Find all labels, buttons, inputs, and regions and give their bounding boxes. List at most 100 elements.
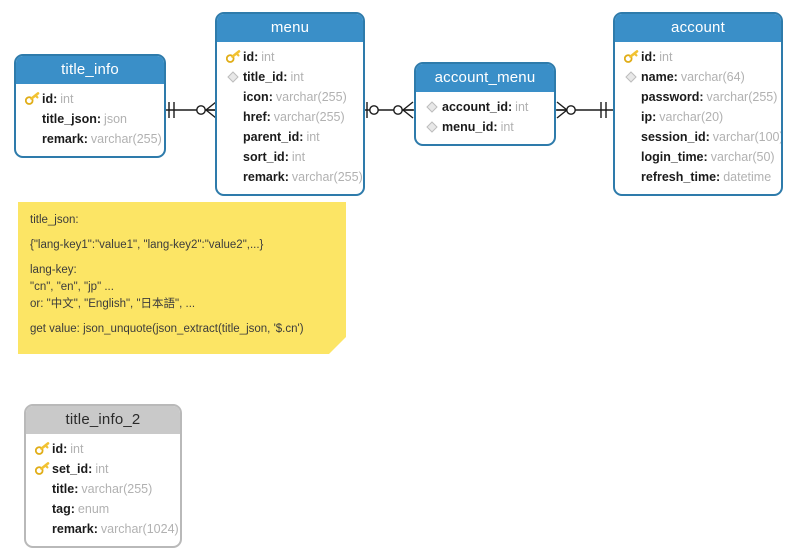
field-separator: : bbox=[705, 130, 710, 144]
field-separator: : bbox=[266, 110, 271, 124]
field-type: varchar(255) bbox=[273, 110, 345, 124]
field-separator: : bbox=[299, 130, 304, 144]
field-type: int bbox=[95, 462, 109, 476]
field-separator: : bbox=[74, 482, 79, 496]
no-icon bbox=[32, 481, 52, 497]
field-row[interactable]: title_json : json bbox=[22, 109, 156, 129]
field-row[interactable]: title : varchar(255) bbox=[32, 479, 172, 499]
relationship-account_menu-account[interactable] bbox=[556, 96, 614, 124]
entity-account[interactable]: account id : int bbox=[613, 12, 783, 196]
field-row[interactable]: set_id : int bbox=[32, 459, 172, 479]
key-icon bbox=[223, 49, 243, 65]
field-row[interactable]: refresh_time : datetime bbox=[621, 167, 773, 187]
field-type: int bbox=[291, 150, 306, 164]
field-separator: : bbox=[703, 150, 708, 164]
field-type: json bbox=[104, 112, 127, 126]
no-icon bbox=[32, 521, 52, 537]
field-row[interactable]: icon : varchar(255) bbox=[223, 87, 355, 107]
field-row[interactable]: menu_id : int bbox=[422, 117, 546, 137]
field-name: login_time bbox=[641, 150, 704, 164]
entity-fields-title_info: id : int title_json : json remark : varc… bbox=[16, 84, 164, 156]
no-icon bbox=[621, 109, 641, 125]
field-type: varchar(1024) bbox=[100, 522, 179, 536]
field-row[interactable]: session_id : varchar(100) bbox=[621, 127, 781, 147]
field-separator: : bbox=[70, 502, 75, 516]
entity-fields-account_menu: account_id : int menu_id : int bbox=[416, 92, 554, 144]
no-icon bbox=[621, 149, 641, 165]
field-row[interactable]: remark : varchar(255) bbox=[22, 129, 162, 149]
field-row[interactable]: remark : varchar(255) bbox=[223, 167, 363, 187]
field-separator: : bbox=[88, 462, 93, 476]
entity-title_info_2[interactable]: title_info_2 id : int bbox=[24, 404, 182, 548]
entity-account_menu[interactable]: account_menu account_id : int menu bbox=[414, 62, 556, 146]
entity-menu[interactable]: menu id : int bbox=[215, 12, 365, 196]
field-separator: : bbox=[268, 90, 273, 104]
key-icon bbox=[22, 91, 42, 107]
field-type: int bbox=[500, 120, 514, 134]
field-separator: : bbox=[493, 120, 498, 134]
entity-title-menu: menu bbox=[217, 14, 363, 42]
field-type: int bbox=[515, 100, 529, 114]
field-row[interactable]: account_id : int bbox=[422, 97, 546, 117]
field-row[interactable]: tag : enum bbox=[32, 499, 172, 519]
field-separator: : bbox=[63, 442, 68, 456]
field-row[interactable]: id : int bbox=[32, 439, 172, 459]
field-name: title_id bbox=[243, 70, 284, 84]
field-name: remark bbox=[52, 522, 94, 536]
note-line: lang-key: bbox=[30, 264, 77, 276]
field-separator: : bbox=[508, 100, 513, 114]
field-name: tag bbox=[52, 502, 71, 516]
relationship-menu-account_menu[interactable] bbox=[365, 96, 415, 124]
field-row[interactable]: remark : varchar(1024) bbox=[32, 519, 179, 539]
note-line: "cn", "en", "jp" ... bbox=[30, 281, 114, 293]
field-type: varchar(100) bbox=[712, 130, 783, 144]
field-type: varchar(20) bbox=[659, 110, 724, 124]
entity-title_info[interactable]: title_info id : int title_json bbox=[14, 54, 166, 158]
field-row[interactable]: login_time : varchar(50) bbox=[621, 147, 775, 167]
field-row[interactable]: sort_id : int bbox=[223, 147, 355, 167]
field-name: icon bbox=[243, 90, 269, 104]
field-row[interactable]: href : varchar(255) bbox=[223, 107, 355, 127]
field-row[interactable]: name : varchar(64) bbox=[621, 67, 773, 87]
note-fold-corner bbox=[329, 337, 346, 354]
relationship-title_info-menu[interactable] bbox=[163, 96, 219, 124]
field-row[interactable]: password : varchar(255) bbox=[621, 87, 777, 107]
no-icon bbox=[621, 89, 641, 105]
field-row[interactable]: parent_id : int bbox=[223, 127, 355, 147]
field-separator: : bbox=[83, 132, 88, 146]
field-separator: : bbox=[652, 110, 657, 124]
no-icon bbox=[223, 109, 243, 125]
field-separator: : bbox=[716, 170, 721, 184]
no-icon bbox=[223, 129, 243, 145]
field-row[interactable]: id : int bbox=[22, 89, 156, 109]
field-row[interactable]: title_id : int bbox=[223, 67, 355, 87]
no-icon bbox=[621, 129, 641, 145]
field-name: id bbox=[52, 442, 64, 456]
field-row[interactable]: id : int bbox=[223, 47, 355, 67]
no-icon bbox=[32, 501, 52, 517]
entity-fields-account: id : int name : varchar(64) password : v… bbox=[615, 42, 781, 194]
no-icon bbox=[621, 169, 641, 185]
note-title_json[interactable]: title_json: {"lang-key1":"value1", "lang… bbox=[18, 202, 346, 354]
field-name: menu_id bbox=[442, 120, 494, 134]
field-name: remark bbox=[243, 170, 285, 184]
no-icon bbox=[22, 111, 42, 127]
field-name: set_id bbox=[52, 462, 89, 476]
field-type: varchar(255) bbox=[291, 170, 363, 184]
field-name: id bbox=[42, 92, 54, 106]
field-row[interactable]: ip : varchar(20) bbox=[621, 107, 773, 127]
entity-fields-menu: id : int title_id : int icon : varchar(2… bbox=[217, 42, 363, 194]
field-name: id bbox=[641, 50, 653, 64]
field-type: int bbox=[306, 130, 320, 144]
key-icon bbox=[621, 49, 641, 65]
no-icon bbox=[22, 131, 42, 147]
diamond-icon bbox=[422, 99, 442, 115]
field-row[interactable]: id : int bbox=[621, 47, 773, 67]
field-name: password bbox=[641, 90, 700, 104]
field-type: varchar(255) bbox=[81, 482, 153, 496]
entity-title-title_info_2: title_info_2 bbox=[26, 406, 180, 434]
field-name: session_id bbox=[641, 130, 706, 144]
no-icon bbox=[223, 149, 243, 165]
no-icon bbox=[223, 89, 243, 105]
